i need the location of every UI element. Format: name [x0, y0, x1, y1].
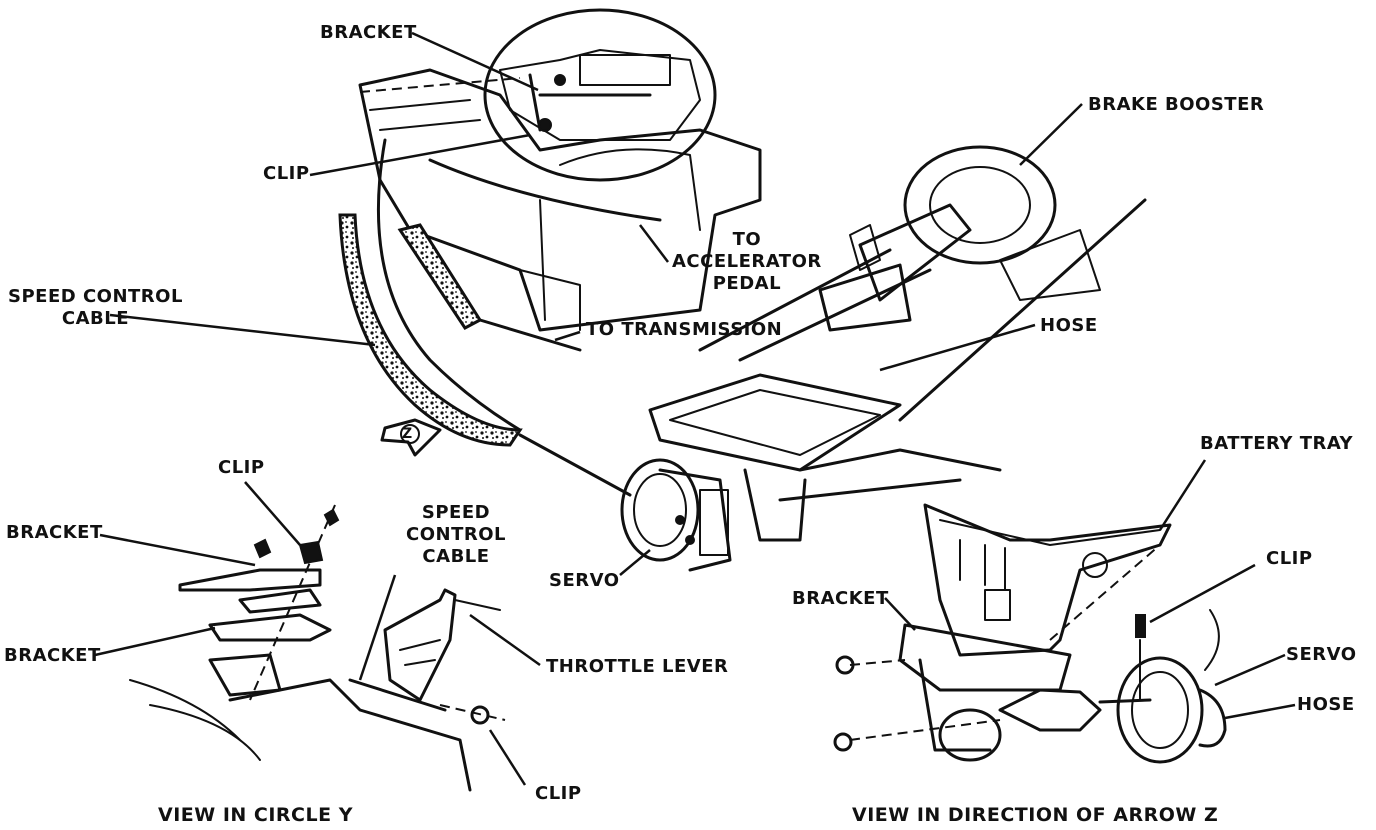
label-hose-arrow-z: HOSE [1297, 694, 1355, 715]
label-clip-arrow-z: CLIP [1266, 548, 1313, 569]
label-servo-main: SERVO [549, 570, 620, 591]
label-to-accelerator-pedal: TO ACCELERATOR PEDAL [672, 229, 822, 294]
label-bracket-circle-y-upper: BRACKET [6, 522, 103, 543]
frame-and-tray [648, 248, 1002, 542]
label-throttle-lever: THROTTLE LEVER [546, 656, 729, 677]
label-speed-control-cable-detail: SPEED CONTROL CABLE [406, 502, 506, 567]
view-circle-y [129, 504, 506, 792]
label-bracket-top: BRACKET [320, 22, 417, 43]
label-bracket-circle-y-lower: BRACKET [4, 645, 101, 666]
label-battery-tray: BATTERY TRAY [1200, 433, 1354, 454]
view-arrow-z [833, 503, 1227, 764]
arrow-z-marker [380, 418, 442, 457]
label-clip-circle-y-bottom: CLIP [535, 783, 582, 804]
circle-y-magnifier [483, 8, 717, 182]
label-servo-arrow-z: SERVO [1286, 644, 1357, 665]
label-to-transmission: TO TRANSMISSION [586, 319, 783, 340]
engine-assembly [358, 68, 762, 352]
servo-main [620, 458, 732, 572]
leader-lines [94, 31, 1296, 786]
label-arrow-z: Z [402, 426, 413, 442]
label-speed-control-cable: SPEED CONTROL CABLE [8, 286, 183, 329]
label-brake-booster: BRAKE BOOSTER [1088, 94, 1265, 115]
caption-view-arrow-z: VIEW IN DIRECTION OF ARROW Z [852, 804, 1219, 826]
label-hose-main: HOSE [1040, 315, 1098, 336]
label-bracket-arrow-z: BRACKET [792, 588, 889, 609]
label-clip-circle-y-top: CLIP [218, 457, 265, 478]
caption-view-circle-y: VIEW IN CIRCLE Y [158, 804, 353, 826]
speed-control-cable-arc [338, 138, 632, 497]
label-clip-top: CLIP [263, 163, 310, 184]
brake-booster-assembly [818, 145, 1147, 422]
